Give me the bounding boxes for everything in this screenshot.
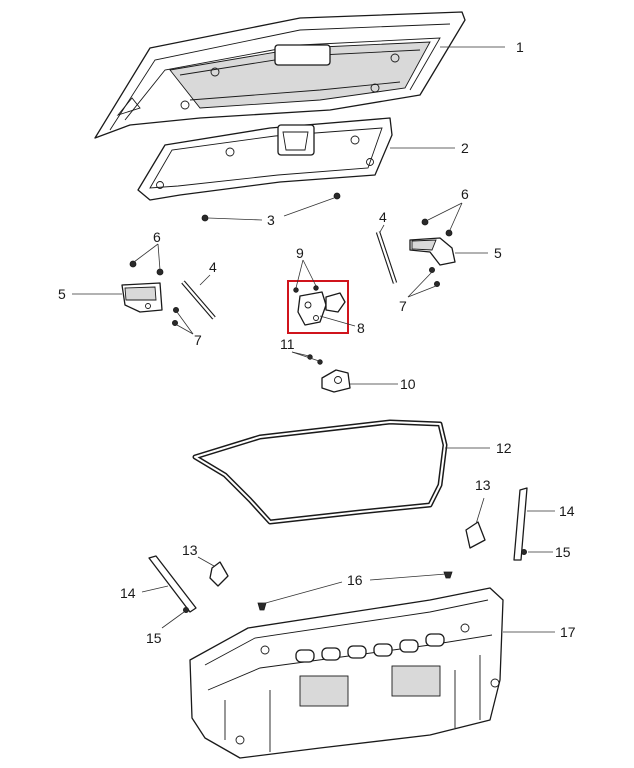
callout-16: 16 — [347, 572, 363, 588]
latch-part-8[interactable] — [287, 280, 349, 334]
callout-6-right: 6 — [461, 186, 469, 202]
gas-strut-part-4[interactable] — [181, 231, 398, 320]
latch-bolt-part-9[interactable] — [293, 285, 319, 293]
bumper-part-13[interactable] — [209, 521, 486, 587]
fastener-part-15[interactable] — [182, 549, 528, 614]
callouts: 1 2 3 4 4 5 5 6 6 7 7 8 9 10 11 12 13 13… — [58, 39, 576, 646]
callout-8: 8 — [357, 320, 365, 336]
callout-13-left: 13 — [182, 542, 198, 558]
callout-5-right: 5 — [494, 245, 502, 261]
callout-10: 10 — [400, 376, 416, 392]
callout-9: 9 — [296, 245, 304, 261]
screw-part-16[interactable] — [257, 571, 453, 611]
rear-panel-part-17[interactable] — [189, 587, 504, 759]
callout-17: 17 — [560, 624, 576, 640]
callout-12: 12 — [496, 440, 512, 456]
highlight-box — [287, 280, 349, 334]
callout-5-left: 5 — [58, 286, 66, 302]
deck-lid-trim-part-2[interactable] — [137, 117, 393, 201]
callout-15-right: 15 — [555, 544, 571, 560]
callout-1: 1 — [516, 39, 524, 55]
callout-14-left: 14 — [120, 585, 136, 601]
bolt-part-6[interactable] — [129, 218, 453, 276]
callout-7-left: 7 — [194, 332, 202, 348]
callout-11: 11 — [280, 336, 295, 352]
callout-14-right: 14 — [559, 503, 575, 519]
callout-3: 3 — [267, 212, 275, 228]
hinge-part-5[interactable] — [121, 237, 456, 313]
callout-15-left: 15 — [146, 630, 162, 646]
callout-7-right: 7 — [399, 298, 407, 314]
callout-4-right: 4 — [379, 209, 387, 225]
callout-2: 2 — [461, 140, 469, 156]
weatherstrip-part-12[interactable] — [192, 419, 448, 525]
striker-part-10[interactable] — [321, 369, 351, 393]
callout-4-left: 4 — [209, 259, 217, 275]
callout-6-left: 6 — [153, 229, 161, 245]
callout-13-right: 13 — [475, 477, 491, 493]
bracket-part-14[interactable] — [148, 487, 528, 613]
deck-lid-part-1[interactable] — [94, 11, 466, 139]
nut-part-7[interactable] — [171, 266, 440, 326]
leader-lines — [72, 46, 555, 633]
